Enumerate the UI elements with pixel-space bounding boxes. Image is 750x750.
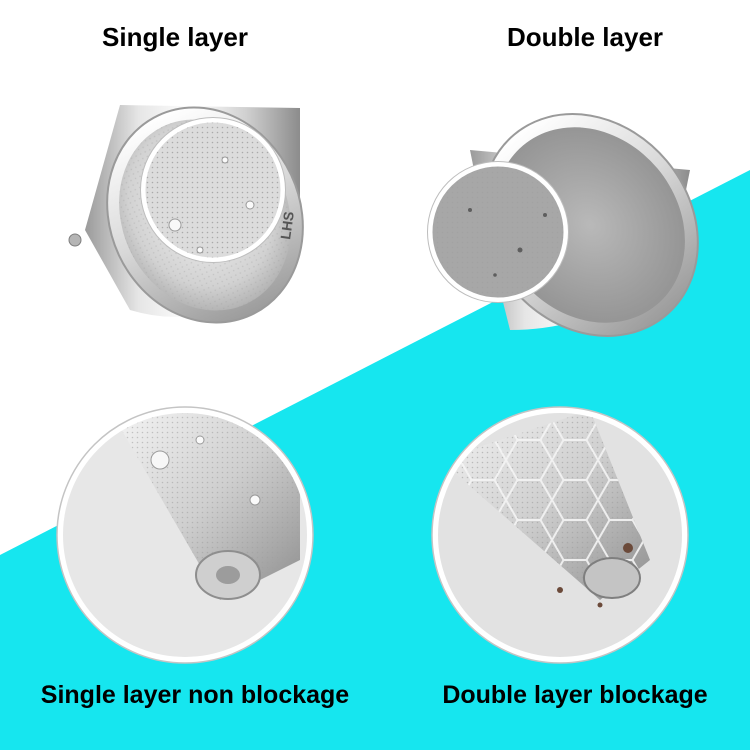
- magnifier-circle-icon: [140, 117, 286, 263]
- magnifier-circle-icon: [427, 161, 569, 303]
- single-layer-closeup-photo: [56, 406, 314, 664]
- double-layer-closeup-photo: [431, 406, 689, 664]
- magnifier-circle-icon: [57, 407, 313, 663]
- double-layer-filter-photo: [427, 113, 699, 337]
- single-layer-filter-photo: LHS: [68, 105, 304, 324]
- label-single-layer: Single layer: [102, 22, 248, 52]
- label-single-layer-non-blockage: Single layer non blockage: [40, 681, 350, 709]
- filter-brand-imprint: LHS: [277, 210, 297, 240]
- label-double-layer: Double layer: [506, 22, 664, 52]
- magnifier-circle-icon: [432, 407, 688, 663]
- label-double-layer-blockage: Double layer blockage: [442, 681, 708, 709]
